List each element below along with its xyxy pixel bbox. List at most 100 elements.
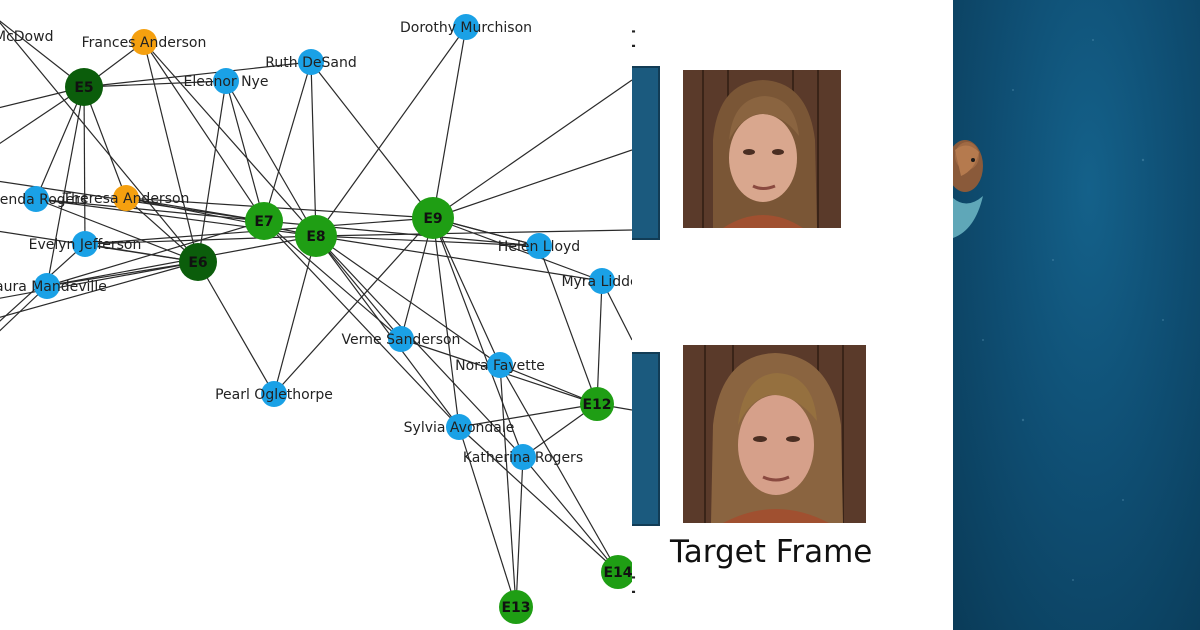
- graph-edge: [197, 261, 275, 395]
- graph-edge: [538, 245, 598, 405]
- event-node-E8: [295, 215, 337, 257]
- graph-edges: [0, 20, 632, 608]
- graph-edge: [432, 217, 501, 366]
- video-frames-panel: t: [632, 0, 953, 630]
- person-node-dorothy: [453, 14, 479, 40]
- node-label-brenda: Brenda Rogers: [0, 192, 87, 208]
- bottom-caption-fragment: t: [632, 566, 636, 601]
- bipartite-graph: McDowd Frances Anderson Dorothy MurchisonR…: [0, 14, 632, 624]
- node-label-ruth: Ruth DeSand: [265, 55, 356, 71]
- graph-edge: [83, 86, 86, 245]
- node-label-theresa: Theresa Anderson: [62, 191, 190, 207]
- node-label-E13: E13: [501, 600, 530, 616]
- graph-edge: [315, 235, 501, 366]
- source-face-frame: [683, 70, 841, 228]
- graph-edge: [225, 80, 265, 222]
- graph-edge: [0, 285, 48, 332]
- graph-edge: [432, 217, 460, 428]
- sea-turtle-image: [953, 39, 1164, 581]
- graph-edge: [315, 235, 460, 428]
- graph-edge: [432, 217, 524, 458]
- graph-edge: [458, 403, 598, 428]
- graph-edge: [458, 426, 619, 573]
- graph-edge: [515, 456, 524, 608]
- person-node-helen: [526, 233, 552, 259]
- person-node-frances: [131, 29, 157, 55]
- person-node-ruth: [298, 49, 324, 75]
- graph-edge: [310, 61, 434, 219]
- node-label-mcdowd: McDowd: [0, 29, 53, 45]
- person-node-theresa: [113, 185, 139, 211]
- event-node-E6: [179, 243, 217, 281]
- person-node-nora: [487, 352, 513, 378]
- graph-edge: [315, 235, 402, 340]
- graph-edge: [432, 26, 467, 219]
- graph-edge: [83, 80, 227, 88]
- graph-edge: [225, 80, 317, 237]
- node-label-eleanor: Eleanor Nye: [184, 74, 269, 90]
- target-frame-caption: Target Frame: [670, 534, 873, 570]
- node-label-E9: E9: [423, 211, 442, 227]
- node-label-dorothy: Dorothy Murchison: [400, 20, 532, 36]
- node-label-verne: Verne Sanderson: [342, 332, 461, 348]
- node-label-E6: E6: [188, 255, 207, 271]
- source-frame-tab: [632, 66, 660, 240]
- graph-nodes: McDowd Frances Anderson Dorothy MurchisonR…: [0, 14, 632, 624]
- person-node-brenda: [23, 186, 49, 212]
- graph-edge: [0, 21, 199, 263]
- event-node-E9: [412, 197, 454, 239]
- node-label-helen: Helen Lloyd: [498, 239, 580, 255]
- person-node-verne: [388, 326, 414, 352]
- node-label-pearl: Pearl Oglethorpe: [215, 387, 333, 403]
- person-node-katherina: [510, 444, 536, 470]
- graph-edge: [0, 261, 199, 318]
- graph-edge: [143, 41, 265, 222]
- event-node-E5: [65, 68, 103, 106]
- person-node-eleanor: [213, 68, 239, 94]
- graph-edge: [432, 79, 632, 219]
- graph-edge: [263, 61, 312, 222]
- graph-edge: [315, 26, 467, 237]
- graph-edge: [197, 80, 227, 263]
- graph-edge: [46, 220, 265, 287]
- graph-edge: [263, 220, 460, 428]
- node-label-laura: Laura Mandeville: [0, 279, 107, 295]
- node-label-nora: Nora Fayette: [455, 358, 545, 374]
- graph-edge: [499, 364, 517, 608]
- graph-edge: [35, 86, 85, 200]
- graph-edge: [499, 364, 619, 573]
- top-caption-fragment: t: [632, 20, 636, 55]
- graph-edge: [432, 217, 603, 282]
- graph-edge: [125, 197, 434, 219]
- sea-turtle-icon: [953, 140, 983, 238]
- ocean-photo-panel: [953, 0, 1200, 630]
- node-label-evelyn: Evelyn Jefferson: [29, 237, 142, 253]
- node-label-katherina: Katherina Rogers: [463, 450, 583, 466]
- graph-edge: [596, 280, 603, 405]
- graph-edge: [458, 426, 517, 608]
- node-label-E5: E5: [74, 80, 93, 96]
- graph-edge: [522, 456, 619, 573]
- person-node-pearl: [261, 381, 287, 407]
- graph-edge: [273, 217, 434, 395]
- graph-edge: [310, 61, 317, 237]
- node-label-frances: Frances Anderson: [82, 35, 207, 51]
- graph-edge: [143, 41, 317, 237]
- event-node-E13: [499, 590, 533, 624]
- event-node-E14: [601, 555, 632, 589]
- node-label-myra: Myra Liddel: [561, 274, 632, 290]
- graph-edge: [46, 86, 85, 287]
- node-label-E14: E14: [603, 565, 632, 581]
- event-node-E12: [580, 387, 614, 421]
- graph-edge: [315, 229, 632, 237]
- person-node-evelyn: [72, 231, 98, 257]
- person-node-sylvia: [446, 414, 472, 440]
- node-label-E7: E7: [254, 214, 273, 230]
- event-node-E7: [245, 202, 283, 240]
- graph-edge: [0, 261, 199, 299]
- person-node-myra: [589, 268, 615, 294]
- graph-edge: [273, 235, 317, 395]
- graph-edge: [83, 61, 312, 88]
- target-frame-tab: [632, 352, 660, 526]
